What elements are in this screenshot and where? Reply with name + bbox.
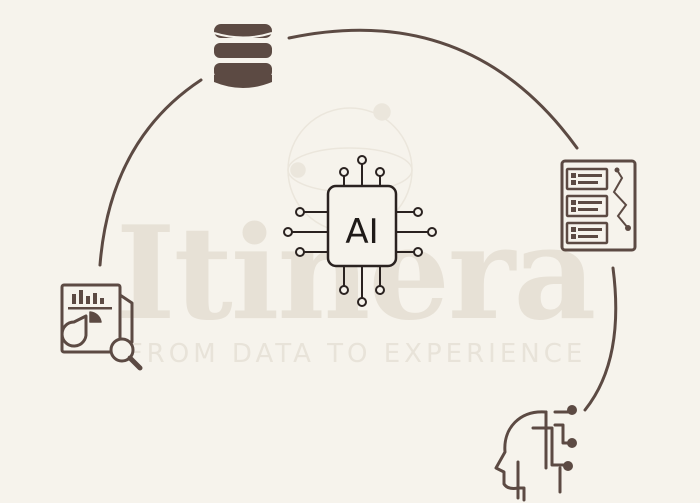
chip-label: AI [345,212,378,252]
chip-pin-terminals [283,155,437,307]
database-icon [213,24,273,88]
analytics-search-icon [60,283,143,371]
ai-head-icon [494,405,577,502]
report-document-icon [560,159,637,252]
ai-chip: AI [283,155,437,307]
arc-database-to-report [287,28,579,150]
arc-analytics-to-database [98,78,203,267]
arc-report-to-head [583,266,618,412]
chip-pins [292,164,428,298]
watermark-tagline: FROM DATA TO EXPERIENCE [128,339,587,369]
chip-body [326,184,398,268]
cycle-arcs [98,28,618,412]
